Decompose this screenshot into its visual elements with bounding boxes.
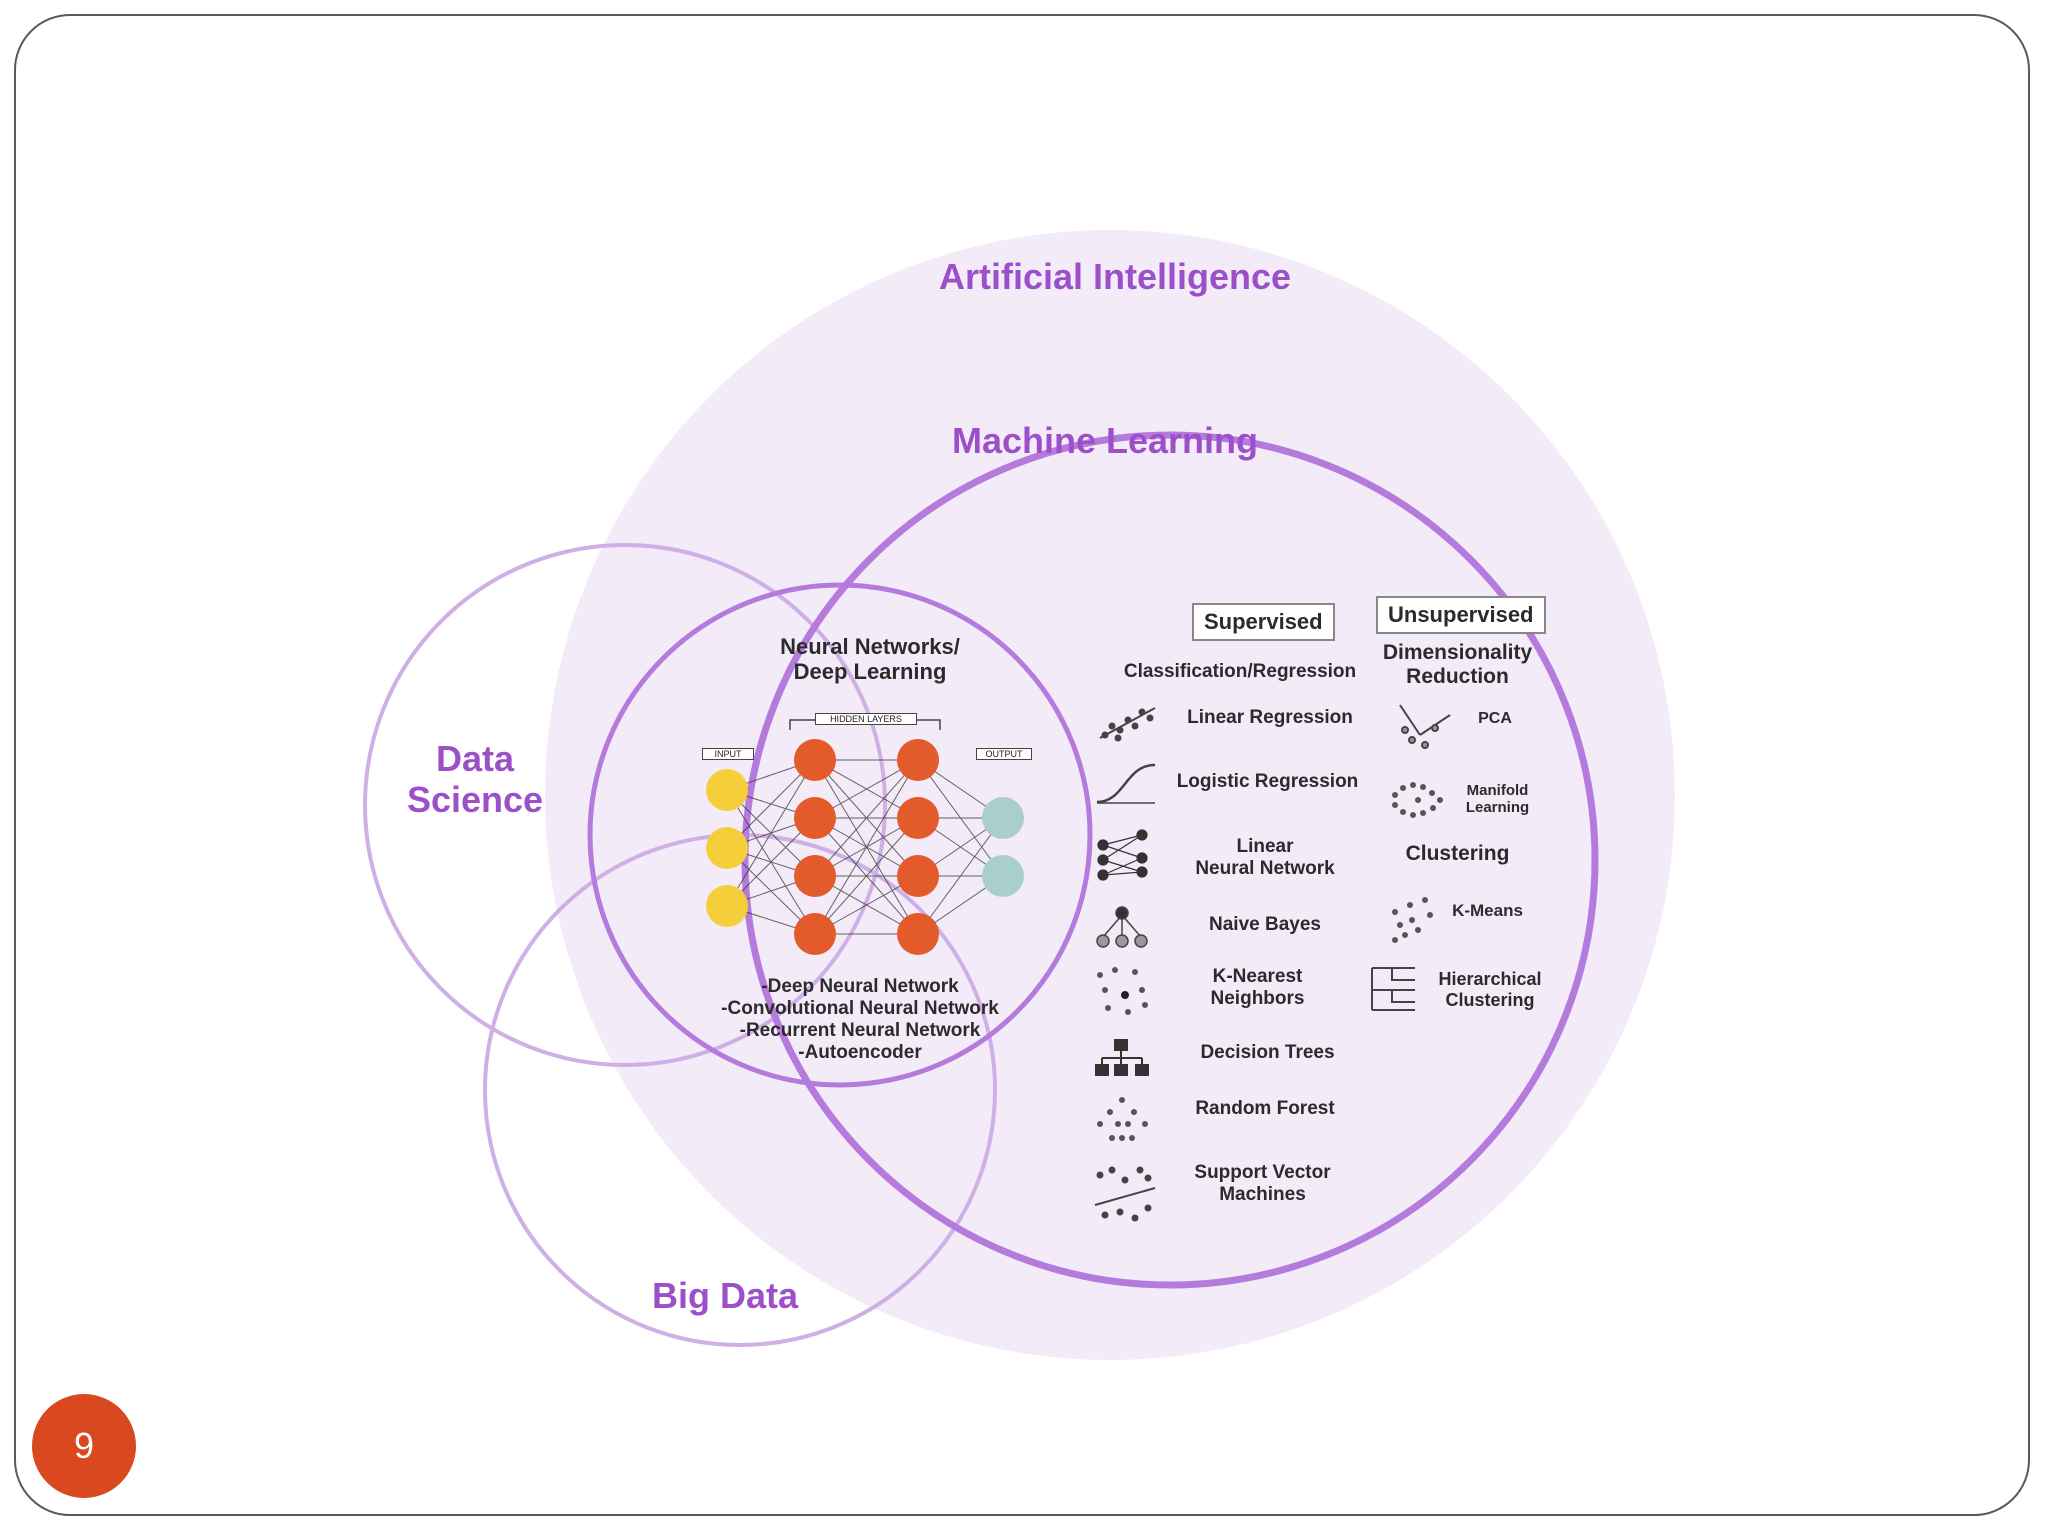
naive-bayes-icon xyxy=(1096,906,1148,948)
algo-manifold-learning: Manifold Learning xyxy=(1465,782,1530,817)
algo-naive-bayes: Naive Bayes xyxy=(1209,914,1321,935)
hidden-node-2 xyxy=(897,797,939,839)
hidden-node-1 xyxy=(794,739,836,781)
hidden-node-2 xyxy=(897,855,939,897)
unsupervised-header: Unsupervised xyxy=(1376,596,1546,634)
neural-network-types: -Deep Neural Network -Convolutional Neur… xyxy=(721,976,999,1063)
nn-edge xyxy=(726,759,816,907)
logistic-regression-icon xyxy=(1096,763,1156,804)
classification-regression-label: Classification/Regression xyxy=(1123,661,1357,682)
machine-learning-label: Machine Learning xyxy=(951,420,1259,461)
hidden-node-1 xyxy=(794,855,836,897)
algo-support-vector-machines: Support Vector Machines xyxy=(1194,1162,1331,1205)
ai-label: Artificial Intelligence xyxy=(938,256,1292,297)
support-vector-machines-icon xyxy=(1094,1166,1156,1222)
algo-decision-trees: Decision Trees xyxy=(1200,1042,1335,1063)
nn-edge xyxy=(917,817,1004,935)
neural-networks-title: Neural Networks/ Deep Learning xyxy=(780,634,960,685)
algo-k-means: K-Means xyxy=(1452,901,1523,920)
machine-learning-circle xyxy=(741,431,1599,1289)
linear-neural-network-icon xyxy=(1097,829,1148,881)
pca-icon xyxy=(1399,704,1451,749)
clustering-label: Clustering xyxy=(1405,842,1510,865)
nn-edge xyxy=(814,759,919,935)
hidden-layers-label: HIDDEN LAYERS xyxy=(815,713,917,726)
algo-logistic-regression: Logistic Regression xyxy=(1176,771,1359,792)
input-node xyxy=(706,769,748,811)
big-data-label: Big Data xyxy=(651,1275,799,1316)
data-science-circle xyxy=(363,543,887,1067)
hidden-node-1 xyxy=(794,913,836,955)
nn-edge xyxy=(814,759,919,877)
hidden-node-1 xyxy=(794,797,836,839)
dimensionality-reduction-label: Dimensionality Reduction xyxy=(1382,641,1533,689)
algo-pca: PCA xyxy=(1478,710,1512,727)
data-science-label: Data Science xyxy=(406,738,544,821)
nn-edge xyxy=(814,817,919,935)
algo-random-forest: Random Forest xyxy=(1195,1098,1335,1119)
algo-linear-regression: Linear Regression xyxy=(1187,707,1353,728)
output-node xyxy=(982,855,1024,897)
neural-network-circle xyxy=(587,582,1093,1088)
output-label: OUTPUT xyxy=(976,748,1032,761)
ai-circle xyxy=(545,230,1675,1360)
decision-trees-icon xyxy=(1095,1039,1149,1076)
input-node xyxy=(706,827,748,869)
supervised-header: Supervised xyxy=(1192,603,1335,641)
manifold-learning-icon xyxy=(1392,782,1443,818)
page-number-badge: 9 xyxy=(32,1394,136,1498)
random-forest-icon xyxy=(1097,1097,1148,1141)
hidden-node-2 xyxy=(897,739,939,781)
algo-hierarchical-clustering: Hierarchical Clustering xyxy=(1438,969,1542,1010)
hierarchical-clustering-icon xyxy=(1371,967,1415,1011)
output-node xyxy=(982,797,1024,839)
linear-regression-icon xyxy=(1099,707,1156,742)
hidden-node-2 xyxy=(897,913,939,955)
k-nearest-neighbors-icon xyxy=(1097,967,1148,1015)
input-node xyxy=(706,885,748,927)
input-label: INPUT xyxy=(702,748,754,761)
algo-linear-neural-network: Linear Neural Network xyxy=(1195,836,1335,879)
k-means-icon xyxy=(1392,897,1433,943)
nn-nodes xyxy=(706,739,1024,955)
algo-k-nearest-neighbors: K-Nearest Neighbors xyxy=(1210,966,1305,1009)
